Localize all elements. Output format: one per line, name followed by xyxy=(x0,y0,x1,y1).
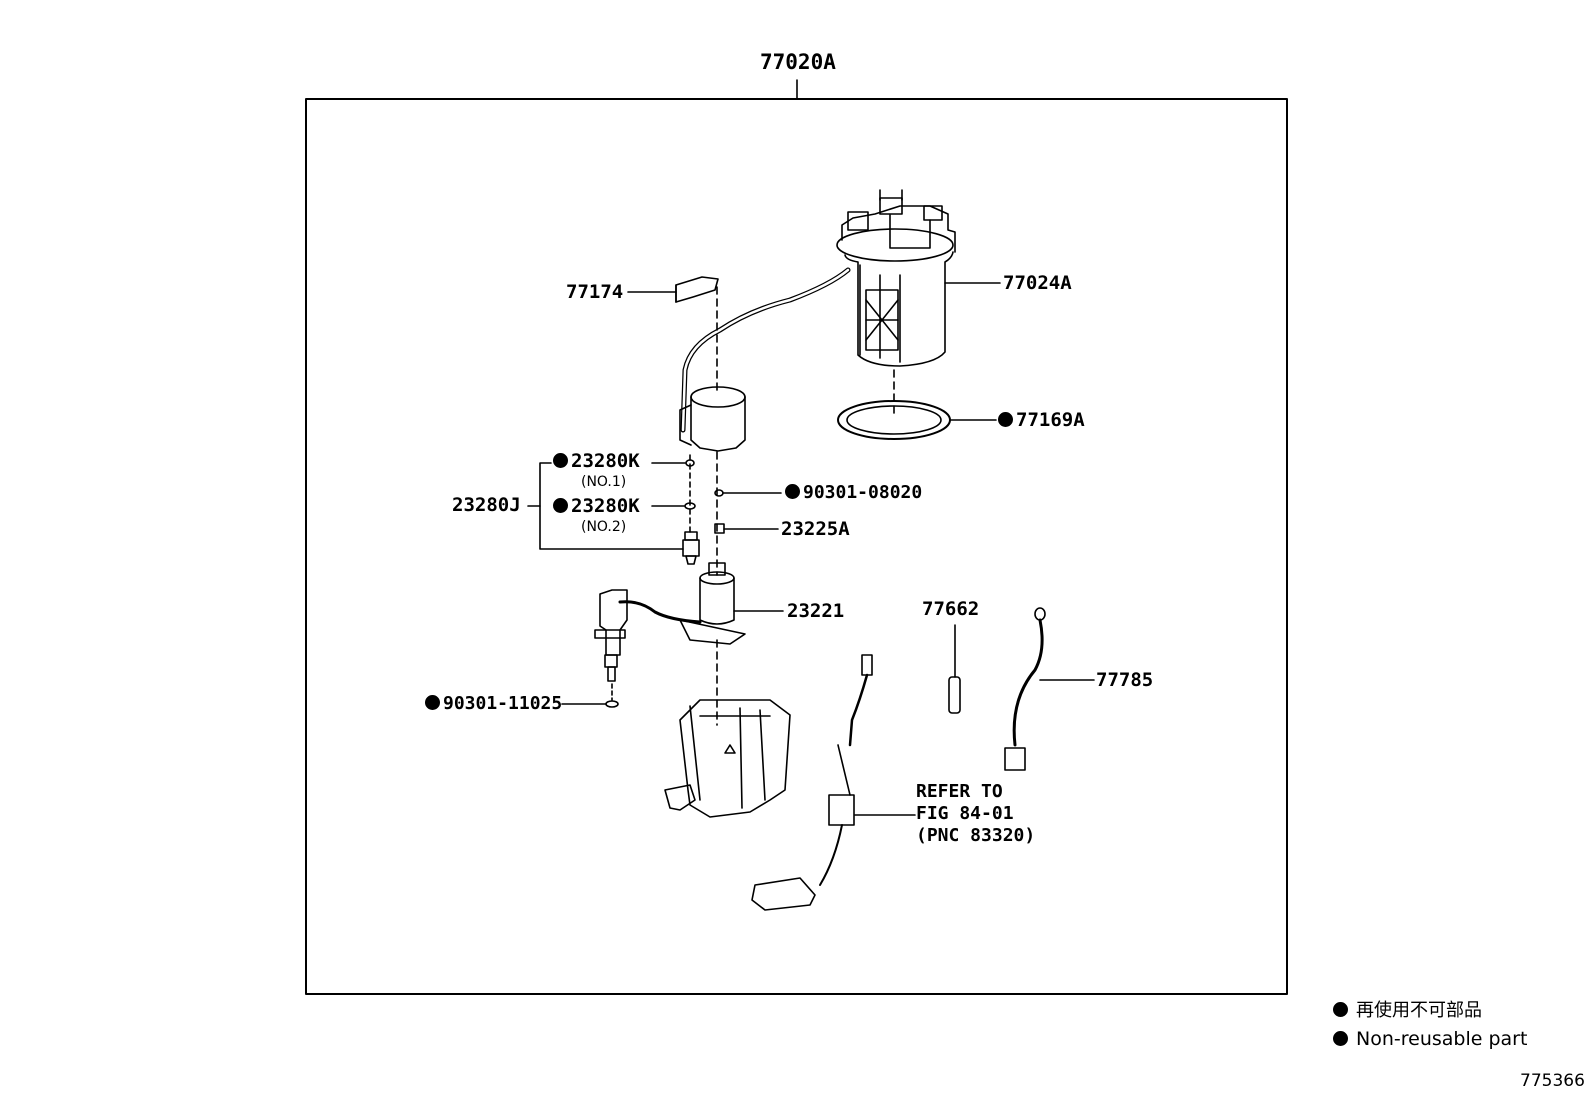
o-ring-23280K-2 xyxy=(684,502,696,510)
label-23280K-2-text: 23280K xyxy=(571,495,640,517)
pump-wire xyxy=(618,600,702,624)
legend-english-text: Non-reusable part xyxy=(1356,1028,1528,1050)
reference-line-1: REFER TO xyxy=(916,781,1003,802)
pressure-sensor xyxy=(594,589,628,682)
label-23225A: 23225A xyxy=(781,518,850,540)
label-23221: 23221 xyxy=(787,600,845,622)
label-77169A-text: 77169A xyxy=(1016,409,1085,431)
figure-number: 775366 xyxy=(1520,1071,1585,1091)
harness-77785 xyxy=(1004,607,1046,771)
label-23280K-1-sub: (NO.1) xyxy=(581,474,627,490)
legend-english: Non-reusable part xyxy=(1333,1030,1527,1049)
label-23280J: 23280J xyxy=(452,494,521,516)
non-reusable-dot xyxy=(425,695,440,710)
legend-japanese-text: 再使用不可部品 xyxy=(1356,1000,1482,1021)
non-reusable-dot xyxy=(785,484,800,499)
fuel-filter xyxy=(679,386,746,452)
label-23280K-1-text: 23280K xyxy=(571,450,640,472)
reference-line-2: FIG 84-01 xyxy=(916,803,1014,824)
fuel-sender-gauge xyxy=(751,654,873,911)
label-90301-11025: 90301-11025 xyxy=(425,695,562,713)
pump-housing xyxy=(664,699,791,818)
label-77785: 77785 xyxy=(1096,669,1154,691)
non-reusable-dot xyxy=(998,412,1013,427)
legend-dot xyxy=(1333,1031,1348,1046)
non-reusable-dot xyxy=(553,453,568,468)
label-90301-11025-text: 90301-11025 xyxy=(443,693,563,714)
label-77174: 77174 xyxy=(566,281,624,303)
fuel-pump-23221 xyxy=(679,562,746,645)
regulator-23280J xyxy=(682,531,700,565)
clip-77174 xyxy=(675,276,719,303)
label-23280K-2-sub: (NO.2) xyxy=(581,519,627,535)
reference-note: REFER TO FIG 84-01 (PNC 83320) xyxy=(916,781,1035,847)
part-77662 xyxy=(948,676,961,714)
label-23280K-1: 23280K xyxy=(553,452,640,471)
legend-dot xyxy=(1333,1002,1348,1017)
label-77024A: 77024A xyxy=(1003,272,1072,294)
o-ring-90301-11025 xyxy=(605,700,619,708)
assembly-frame xyxy=(305,98,1288,995)
label-90301-08020-text: 90301-08020 xyxy=(803,482,923,503)
label-77169A: 77169A xyxy=(998,411,1085,430)
label-90301-08020: 90301-08020 xyxy=(785,484,922,502)
label-23280K-2: 23280K xyxy=(553,497,640,516)
o-ring-23280K-1 xyxy=(685,459,695,467)
pump-module-77024A xyxy=(836,189,956,367)
label-77662: 77662 xyxy=(922,598,980,620)
reference-line-3: (PNC 83320) xyxy=(916,825,1036,846)
legend-japanese: 再使用不可部品 xyxy=(1333,1002,1482,1020)
label-77020A: 77020A xyxy=(760,50,836,74)
non-reusable-dot xyxy=(553,498,568,513)
